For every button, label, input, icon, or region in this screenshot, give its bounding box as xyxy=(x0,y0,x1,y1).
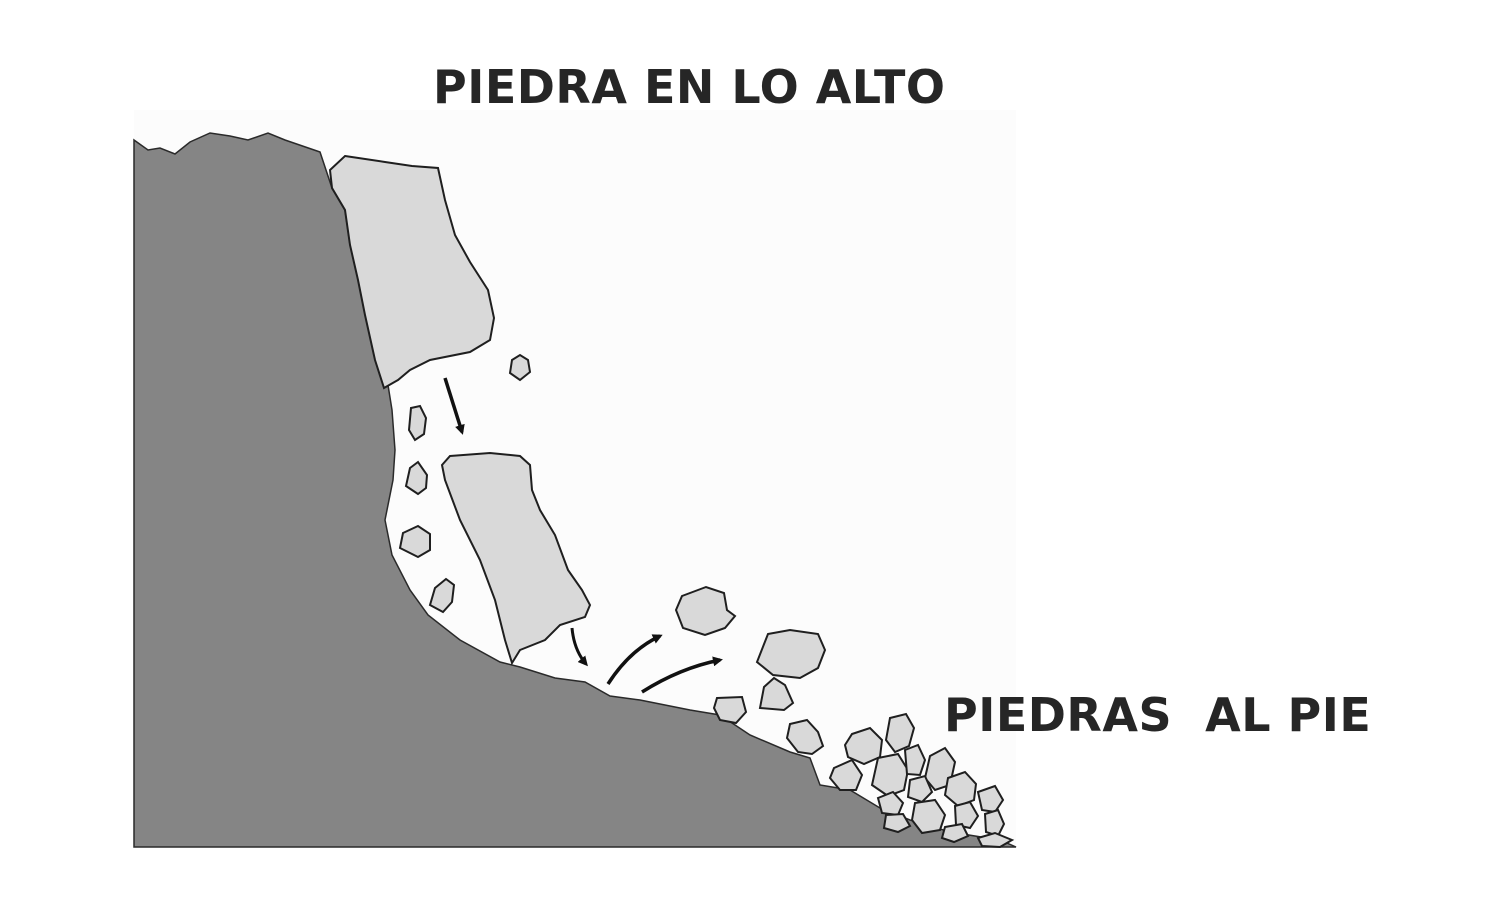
stone xyxy=(508,353,532,382)
label-rocks-at-foot: PIEDRAS AL PIE xyxy=(944,688,1372,742)
large-rock-top xyxy=(328,154,496,390)
large-rock-middle xyxy=(440,451,592,666)
arrow-bounce-icon xyxy=(641,656,723,694)
stone xyxy=(712,695,748,725)
stone xyxy=(758,676,795,712)
label-rock-at-top: PIEDRA EN LO ALTO xyxy=(433,60,946,114)
arrow-bounce-icon xyxy=(606,634,663,685)
arrow-down-icon xyxy=(570,627,588,667)
cliff-slope xyxy=(133,132,1017,848)
stone xyxy=(407,404,428,442)
stone xyxy=(428,577,456,614)
stone xyxy=(785,718,825,756)
stone-pile xyxy=(828,712,1015,849)
stone xyxy=(755,628,827,680)
stone xyxy=(404,460,429,496)
stone xyxy=(398,524,431,559)
arrow-down-icon xyxy=(443,377,465,435)
stone xyxy=(674,585,737,637)
